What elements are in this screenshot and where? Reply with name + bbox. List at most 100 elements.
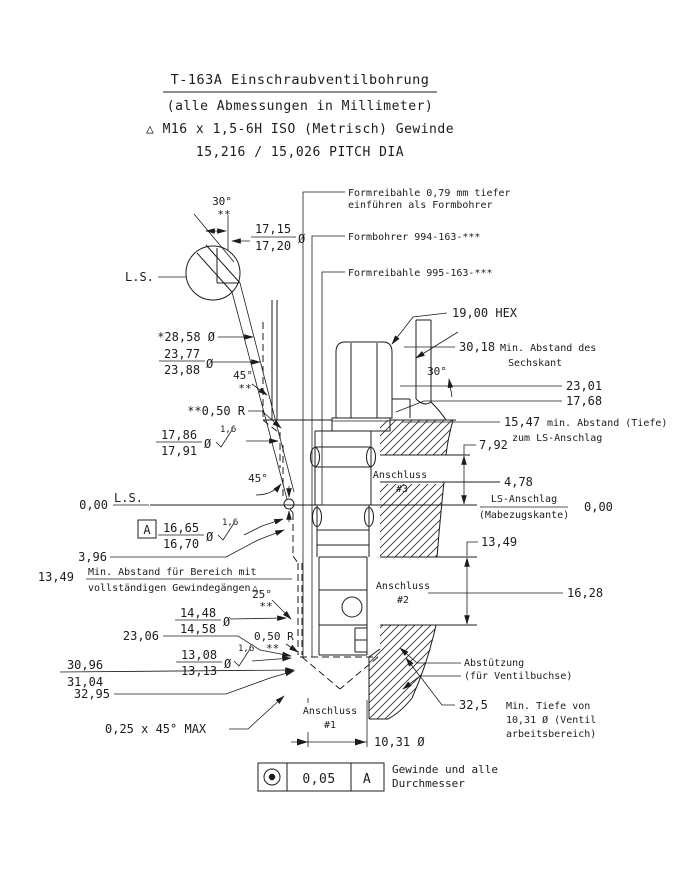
- dim-16-70: 16,70: [163, 537, 199, 551]
- dim-17-86: 17,86: [161, 428, 197, 442]
- valve-cartridge: [310, 341, 411, 656]
- dimensions-right: 19,00 HEX 30,18 Min. Abstand des Sechska…: [391, 306, 667, 740]
- dim-45-ls: 45°: [248, 472, 268, 485]
- port1-label: Anschluss: [303, 706, 357, 717]
- dim-13-08: 13,08: [181, 648, 217, 662]
- dim-28-58: *28,58 Ø: [157, 330, 216, 344]
- dia-symbol: Ø: [204, 437, 212, 451]
- work-area-note-2: 10,31 Ø (Ventil: [506, 714, 596, 726]
- dim-14-48: 14,48: [180, 606, 216, 620]
- work-area-note-1: Min. Tiefe von: [506, 701, 590, 712]
- pilot-dia-symbol: Ø: [298, 232, 306, 246]
- thread-note-line2: vollständigen Gewindegängen: [88, 583, 251, 594]
- bore-profile-hidden: [262, 300, 379, 690]
- support-note-1: Abstützung: [464, 658, 524, 669]
- dim-17-91: 17,91: [161, 444, 197, 458]
- port-labels: Anschluss #3 Anschluss #2 Anschluss #1: [303, 470, 430, 731]
- thread-spec: △ M16 x 1,5-6H ISO (Metrisch) Gewinde: [146, 122, 454, 137]
- dim-10-31: 10,31 Ø: [374, 735, 425, 749]
- dim-14-58: 14,58: [180, 622, 216, 636]
- feature-control-frame: 0,05 A Gewinde und alle Durchmesser: [257, 762, 498, 792]
- dim-3-96: 3,96: [78, 550, 107, 564]
- dim-30-96: 30,96: [67, 658, 103, 672]
- o-ring-upper-left: [310, 447, 320, 467]
- fcf-note-1: Gewinde und alle: [392, 763, 498, 776]
- dim-23-77: 23,77: [164, 347, 200, 361]
- dim-25: 25°: [252, 588, 272, 601]
- pitch-dia-spec: 15,216 / 15,026 PITCH DIA: [196, 145, 404, 160]
- cone-angle-line: [193, 213, 235, 263]
- datum-a-label: A: [143, 523, 151, 537]
- dim-17-68: 17,68: [566, 394, 602, 408]
- break-line-upper: [445, 419, 454, 456]
- housing-section: [263, 319, 500, 720]
- thread-note-line1: Min. Abstand für Bereich mit: [88, 567, 257, 578]
- datum-a-frame: [137, 519, 157, 539]
- port3-number: #3: [396, 484, 408, 495]
- units-note: (alle Abmessungen in Millimeter): [167, 99, 433, 114]
- dim-chamfer-max: 0,25 x 45° MAX: [105, 722, 207, 736]
- fcf-datum: A: [363, 772, 371, 787]
- port1-number: #1: [324, 720, 336, 731]
- pilot-dia-lower: 17,20: [255, 239, 291, 253]
- o-ring-lower-right: [364, 507, 374, 527]
- detail-view-ls: 30° ** 17,15 17,20 Ø L.S.: [125, 195, 306, 500]
- surface-finish-value: 1,6: [220, 425, 236, 435]
- dia-symbol: Ø: [223, 615, 231, 629]
- dim-23-01: 23,01: [566, 379, 602, 393]
- concentricity-icon: [263, 768, 281, 786]
- callout-stem-3: [321, 271, 345, 505]
- surface-finish-value: 1,6: [222, 518, 238, 528]
- pilot-dia-upper: 17,15: [255, 222, 291, 236]
- callout-stem-2: [311, 235, 345, 657]
- hex-clearance-note-1: Min. Abstand des: [500, 343, 596, 354]
- callout-stem-1: [302, 191, 345, 657]
- work-area-note-3: arbeitsbereich): [506, 729, 596, 740]
- detail-ls-label: L.S.: [125, 270, 154, 284]
- dim-45-upper: 45°: [233, 369, 253, 382]
- dim-hex: 19,00 HEX: [452, 306, 518, 320]
- dia-symbol: Ø: [206, 357, 214, 371]
- surface-finish-icon: [233, 648, 251, 667]
- dia-symbol: Ø: [206, 530, 214, 544]
- ls-anschlag-label-1: LS-Anschlag: [491, 494, 557, 505]
- ls-depth-note-1: min. Abstand (Tiefe): [547, 418, 667, 429]
- dim-r050-upper: **0,50 R: [187, 404, 246, 418]
- o-ring-upper-right: [366, 447, 376, 467]
- dim-30-18: 30,18: [459, 340, 495, 354]
- dia-symbol: Ø: [224, 657, 232, 671]
- o-ring-lower-left: [312, 507, 322, 527]
- ls-edge-target: [283, 498, 295, 510]
- dim-4-78: 4,78: [504, 475, 533, 489]
- dim-15-47: 15,47: [504, 415, 540, 429]
- dim-45-upper-stars: **: [238, 382, 251, 395]
- drill-point-right: [339, 656, 379, 690]
- dim-25-stars: **: [259, 600, 272, 613]
- surface-finish-icon: [217, 522, 235, 541]
- cross-hole: [341, 596, 363, 618]
- ls-depth-note-2: zum LS-Anschlag: [512, 433, 602, 444]
- detail-angle-label: 30°: [212, 195, 232, 208]
- ls-label-left: L.S.: [114, 491, 143, 505]
- drill-point-left: [301, 656, 341, 690]
- datum-zero-left: 0,00: [79, 498, 108, 512]
- projection-line-2: [239, 282, 295, 493]
- thread-note-triangle: △: [252, 583, 258, 594]
- dim-32-95: 32,95: [74, 687, 110, 701]
- hex-clearance-note-2: Sechskant: [508, 358, 562, 369]
- dimensions-left: *28,58 Ø 23,77 23,88 Ø 45° ** **0,50 R 1…: [38, 330, 477, 736]
- projection-line-1: [231, 291, 288, 500]
- dim-32-5: 32,5: [459, 698, 488, 712]
- tool-callouts: Formreibahle 0,79 mm tiefer einführen al…: [302, 188, 511, 657]
- hex-head: [335, 341, 393, 419]
- port3-label: Anschluss: [373, 470, 427, 481]
- dim-23-88: 23,88: [164, 363, 200, 377]
- dim-16-65: 16,65: [163, 521, 199, 535]
- port2-label: Anschluss: [376, 581, 430, 592]
- dim-r050-lower: 0,50 R: [254, 630, 294, 643]
- surface-finish-icon: [215, 429, 233, 448]
- callout-reamer-depth-line2: einführen als Formbohrer: [348, 200, 493, 211]
- detail-circle: [185, 245, 241, 301]
